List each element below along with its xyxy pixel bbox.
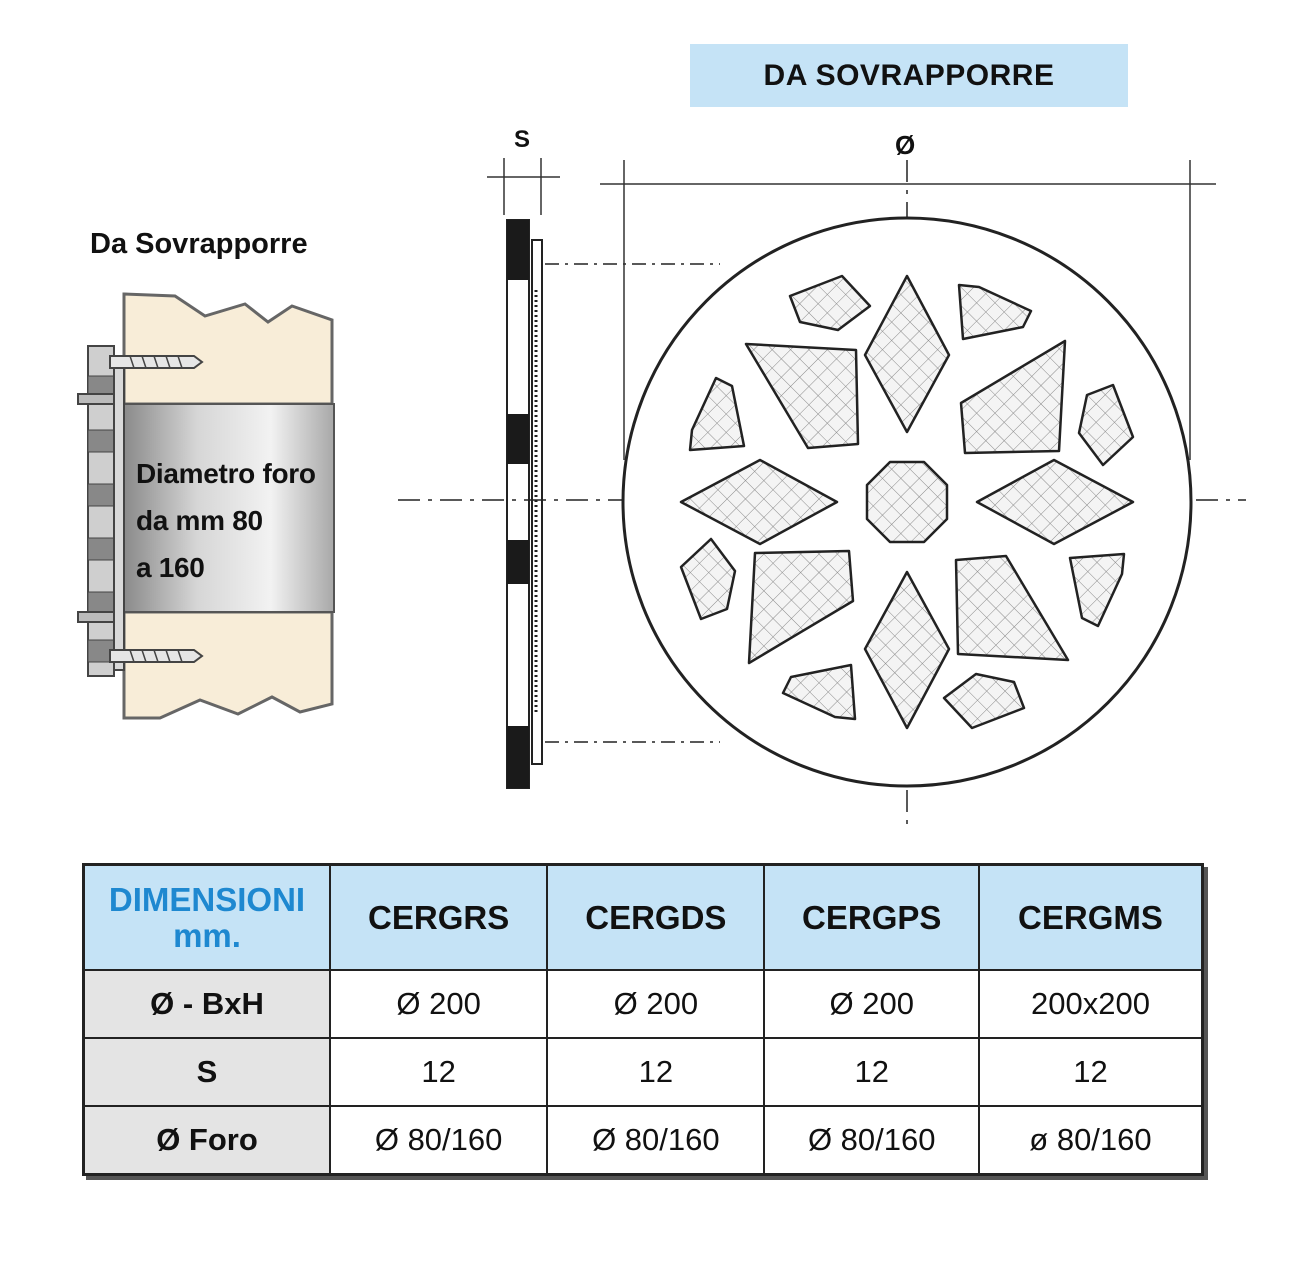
front-view xyxy=(398,160,1246,830)
drawing-canvas xyxy=(77,158,1246,830)
column-header: CERGPS xyxy=(763,863,980,971)
row-label: Ø Foro xyxy=(82,1105,331,1176)
row-label: S xyxy=(82,1037,331,1107)
section-title: Da Sovrapporre xyxy=(90,228,308,260)
wall-section xyxy=(77,292,335,720)
screw-top xyxy=(109,355,204,369)
table-cell: 12 xyxy=(328,1037,549,1107)
table-cell: Ø 200 xyxy=(328,969,549,1039)
table-row: S 12 12 12 12 xyxy=(82,1037,1204,1107)
table-cell: 200x200 xyxy=(977,969,1204,1039)
table-cell: 12 xyxy=(977,1037,1204,1107)
table-row: Ø - BxH Ø 200 Ø 200 Ø 200 200x200 xyxy=(82,969,1204,1039)
duct-tube xyxy=(123,403,335,613)
table-cell: Ø 200 xyxy=(546,969,766,1039)
table-cell: Ø 80/160 xyxy=(546,1105,766,1176)
side-profile xyxy=(487,158,720,789)
hole-diameter-label: Diametro foro da mm 80 a 160 xyxy=(136,458,316,583)
table-cell: 12 xyxy=(763,1037,980,1107)
table-cell: Ø 200 xyxy=(763,969,980,1039)
table-row: Ø Foro Ø 80/160 Ø 80/160 Ø 80/160 ø 80/1… xyxy=(82,1105,1204,1176)
wall-top xyxy=(122,292,334,406)
center-octagon xyxy=(865,460,949,544)
dimensions-table: DIMENSIONI mm. CERGRS CERGDS CERGPS CERG… xyxy=(82,863,1204,1176)
technical-drawing: DA SOVRAPPORRE Da Sovrapporre Diametro f… xyxy=(77,44,1246,830)
screw-bottom xyxy=(109,649,204,663)
column-header: CERGRS xyxy=(328,863,549,971)
row-label: Ø - BxH xyxy=(82,969,331,1039)
table-cell: 12 xyxy=(546,1037,766,1107)
table-corner-header: DIMENSIONI mm. xyxy=(82,863,331,971)
mounting-banner: DA SOVRAPPORRE xyxy=(690,44,1128,107)
table-header-row: DIMENSIONI mm. CERGRS CERGDS CERGPS CERG… xyxy=(82,863,1204,971)
thickness-dimension-label: S xyxy=(514,126,531,153)
wall-bottom xyxy=(122,610,334,720)
table-cell: Ø 80/160 xyxy=(763,1105,980,1176)
column-header: CERGDS xyxy=(546,863,766,971)
diameter-dimension-label: Ø xyxy=(895,130,916,160)
mesh-openings xyxy=(679,274,1135,730)
column-header: CERGMS xyxy=(977,863,1204,971)
table-cell: Ø 80/160 xyxy=(328,1105,549,1176)
table-cell: ø 80/160 xyxy=(977,1105,1204,1176)
